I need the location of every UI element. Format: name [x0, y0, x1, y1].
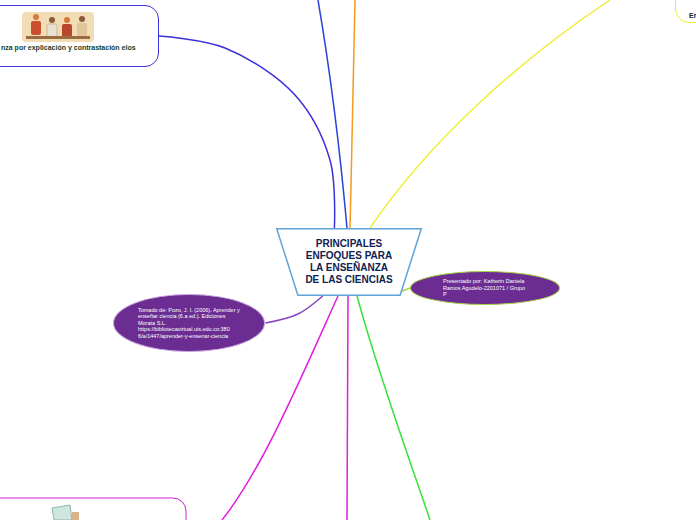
topic-box: nza por explicación y contrastación elos — [0, 5, 159, 67]
node-text: nza por explicación y contrastación elos — [1, 44, 151, 52]
figure-body — [77, 23, 87, 37]
people-illustration — [22, 12, 94, 42]
figure-head — [33, 14, 39, 20]
table-shape — [26, 36, 90, 39]
central-topic: PRINCIPALES ENFOQUES PARA LA ENSEÑANZA D… — [276, 228, 422, 296]
branch-line — [318, 0, 347, 228]
author-ellipse: Presentado por: Katherin Daniela Ramos A… — [410, 271, 560, 305]
branch-connector — [159, 36, 335, 228]
figure-head — [49, 17, 55, 23]
branch-line — [370, 0, 610, 228]
reference-ellipse: Tomado de: Pozo, J. I. (2006). Aprender … — [113, 294, 266, 352]
figure-shape — [72, 512, 79, 520]
node-text: Presentado por: Katherin Daniela Ramos A… — [443, 278, 527, 297]
book-illustration — [52, 505, 79, 520]
node-text: PRINCIPALES ENFOQUES PARA LA ENSEÑANZA D… — [303, 238, 395, 285]
picture-ground — [22, 12, 94, 42]
trapezoid-shape — [277, 229, 422, 296]
branch-line — [347, 296, 348, 520]
figure-body — [47, 24, 57, 37]
figure-body — [31, 21, 41, 35]
figure-head — [64, 17, 70, 23]
paper-shape — [52, 505, 72, 520]
topic-box — [0, 498, 186, 520]
figure-body — [62, 24, 72, 37]
branch-connector — [265, 296, 322, 323]
branch-line — [350, 0, 355, 228]
node-text: Er — [689, 12, 696, 20]
figure-head — [79, 16, 85, 22]
branch-line — [357, 296, 430, 520]
topic-box: Er — [675, 0, 696, 23]
node-text: Tomado de: Pozo, J. I. (2006). Aprender … — [138, 307, 240, 339]
